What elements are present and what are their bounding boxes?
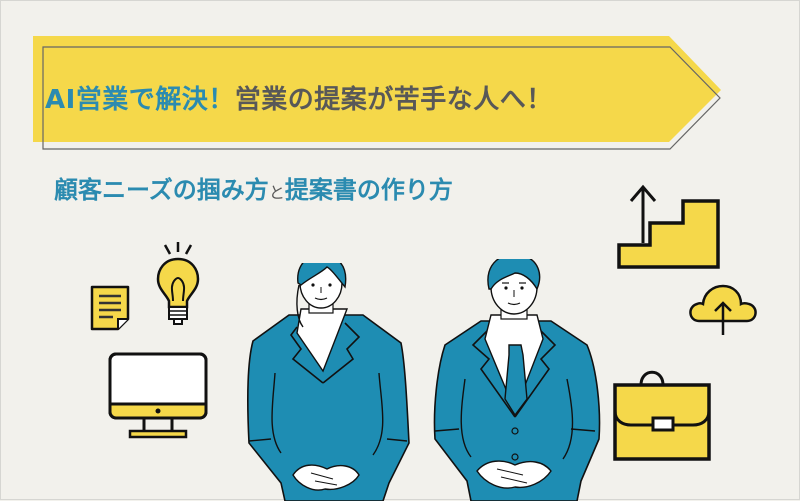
subtitle-part2: 提案書の作り方 <box>284 176 453 204</box>
businesswoman-illustration <box>247 263 410 501</box>
subtitle: 顧客ニーズの掴み方と提案書の作り方 <box>54 173 453 210</box>
title-main: 営業の提案が苦手な人へ！ <box>234 85 553 115</box>
title-banner <box>33 36 721 150</box>
title-accent: AI営業で解決！ <box>45 85 235 115</box>
monitor-icon <box>108 352 208 439</box>
cloud-upload-icon <box>689 284 757 335</box>
document-icon <box>90 285 130 331</box>
businessman-illustration <box>433 259 601 501</box>
stairs-up-icon <box>617 184 720 269</box>
subtitle-part1: 顧客ニーズの掴み方 <box>54 176 269 204</box>
briefcase-icon <box>613 370 711 461</box>
subtitle-connector: と <box>268 183 285 202</box>
lightbulb-icon <box>156 242 200 325</box>
page-title: AI営業で解決！営業の提案が苦手な人へ！ <box>45 83 553 117</box>
